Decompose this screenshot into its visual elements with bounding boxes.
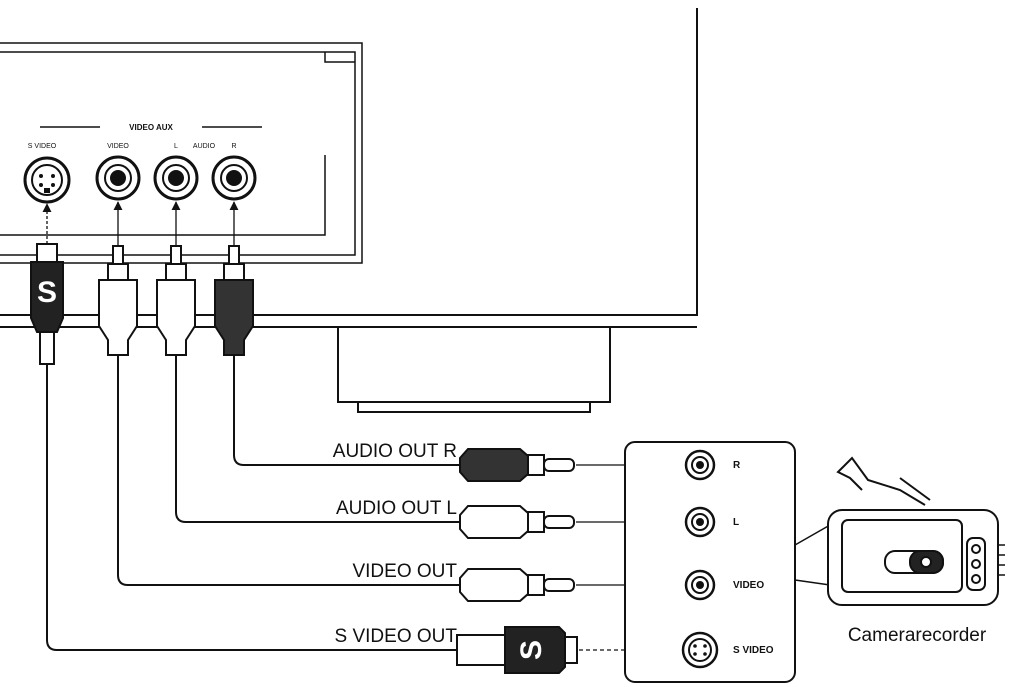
tv-video-plug[interactable] [98,245,138,356]
cam-jack-panel [624,441,831,683]
cam-jack-r[interactable] [684,449,716,481]
tv-audio-r-plug[interactable] [214,245,254,356]
cam-svideo-plug-letter: S [515,640,548,660]
cam-jack-r-label: R [733,460,741,471]
video-out-label: VIDEO OUT [352,561,457,582]
tv-audio-label: AUDIO [193,143,216,150]
s-video-out-label: S VIDEO OUT [335,626,458,647]
cam-jack-l-label: L [733,517,739,528]
audio-out-l-label: AUDIO OUT L [336,498,457,519]
tv-audio-l-label: L [174,143,178,150]
cam-jack-video-label: VIDEO [733,580,764,591]
cam-audio-r-plug[interactable] [459,448,575,482]
cam-audio-l-plug[interactable] [459,505,575,539]
cam-jack-svideo-label: S VIDEO [733,645,774,656]
cables [46,355,460,651]
tv-audio-r-jack[interactable] [211,155,257,201]
tv-body [0,8,698,413]
cam-video-plug[interactable] [459,568,575,602]
cam-svideo-plug[interactable]: S [456,626,578,674]
cam-jack-svideo[interactable] [681,631,719,669]
camcorder-caption: Camerarecorder [848,625,987,646]
tv-audio-r-label: R [231,143,236,150]
rear-panel [0,42,363,264]
tv-audio-l-jack[interactable] [153,155,199,201]
audio-out-r-label: AUDIO OUT R [333,441,457,462]
video-aux-group: VIDEO AUX S VIDEO VIDEO L AUDIO R [28,123,262,150]
cam-jack-l[interactable] [684,506,716,538]
cam-jack-video[interactable] [684,569,716,601]
tv-svideo-jack[interactable] [23,156,71,204]
tv-svideo-plug-letter: S [37,276,57,309]
tv-svideo-plug[interactable]: S [30,243,64,365]
tv-audio-l-plug[interactable] [156,245,196,356]
cable-labels: AUDIO OUT R AUDIO OUT L VIDEO OUT S VIDE… [333,441,458,647]
tv-video-label: VIDEO [107,143,129,150]
tv-svideo-label: S VIDEO [28,143,57,150]
tv-video-jack[interactable] [95,155,141,201]
tv-connection-arrows [42,201,239,246]
camcorder-icon [827,456,1005,606]
video-aux-label: VIDEO AUX [129,123,173,132]
